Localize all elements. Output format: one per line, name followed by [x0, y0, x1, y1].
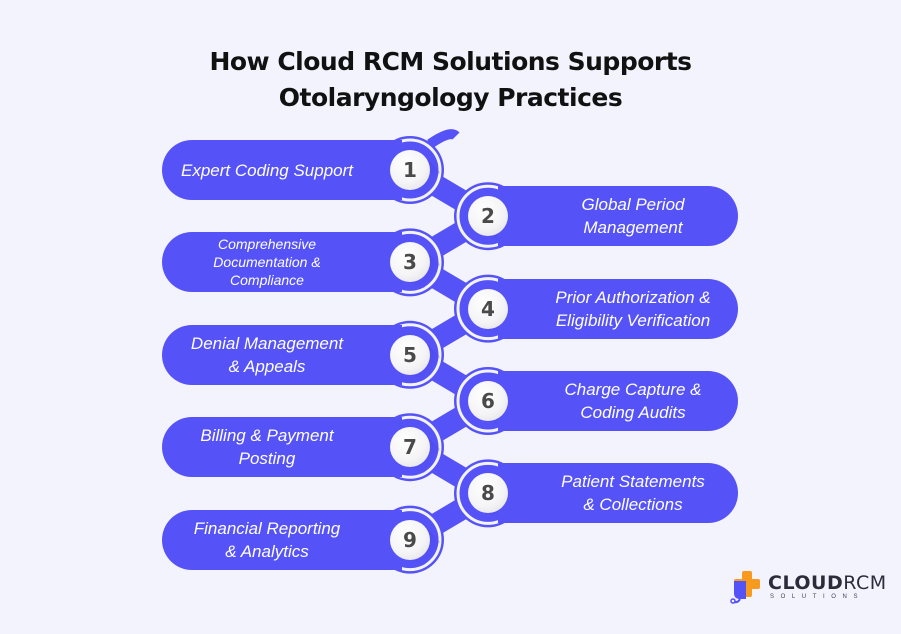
step-5-pill: Denial Management & Appeals: [162, 324, 402, 385]
step-7-number-badge: 7: [390, 427, 430, 468]
step-6-pill: Charge Capture & Coding Audits: [498, 371, 738, 431]
step-label-line: & Appeals: [228, 356, 306, 376]
step-label-line: Prior Authorization &: [555, 287, 711, 307]
step-label-line: Documentation &: [213, 254, 321, 271]
step-label-line: Global Period: [581, 195, 685, 215]
logo-brand-text: CLOUDRCM: [768, 572, 887, 594]
step-label-line: Eligibility Verification: [555, 310, 711, 330]
step-6-number-badge: 6: [468, 381, 508, 421]
step-5-label: Denial Management & Appeals: [191, 332, 343, 378]
step-5-number-badge: 5: [390, 334, 430, 375]
step-4-number-badge: 4: [468, 288, 508, 329]
step-label-line: & Analytics: [225, 541, 309, 561]
logo-subtitle: SOLUTIONS: [770, 594, 865, 600]
page-title: How Cloud RCM Solutions Supports Otolary…: [0, 44, 901, 116]
step-label-line: Management: [583, 218, 683, 238]
step-1-label: Expert Coding Support: [181, 159, 353, 182]
step-label-line: Comprehensive: [217, 236, 317, 253]
step-4-pill: Prior Authorization & Eligibility Verific…: [498, 278, 738, 339]
step-6-label: Charge Capture & Coding Audits: [564, 378, 701, 424]
step-label-line: Coding Audits: [580, 403, 686, 422]
step-label-line: Billing & Payment: [200, 426, 334, 446]
step-label-line: Financial Reporting: [193, 518, 341, 538]
cloudrcm-logo: CLOUDRCM SOLUTIONS: [730, 568, 886, 604]
step-9-number-badge: 9: [390, 519, 430, 560]
step-8-label: Patient Statements & Collections: [561, 470, 705, 516]
title-line-1: How Cloud RCM Solutions Supports: [209, 47, 692, 76]
medical-cross-stethoscope-icon: [730, 571, 760, 604]
title-line-2: Otolaryngology Practices: [278, 83, 623, 112]
step-label-line: Denial Management: [190, 333, 344, 353]
step-8-number-badge: 8: [468, 473, 508, 514]
step-label-line: Charge Capture &: [564, 380, 702, 399]
step-4-label: Prior Authorization & Eligibility Verific…: [555, 286, 710, 332]
step-3-number-badge: 3: [390, 242, 430, 283]
step-label-line: Expert Coding Support: [181, 160, 353, 180]
step-1-pill: Expert Coding Support: [162, 140, 402, 200]
step-8-pill: Patient Statements & Collections: [498, 463, 738, 524]
step-1-number-badge: 1: [390, 150, 430, 190]
step-9-label: Financial Reporting & Analytics: [194, 517, 340, 563]
logo-brand-light: RCM: [843, 572, 887, 594]
step-label-line: Posting: [238, 449, 296, 469]
step-2-number-badge: 2: [468, 196, 508, 237]
step-label-line: Patient Statements: [561, 472, 705, 492]
step-label-line: Compliance: [230, 272, 304, 289]
step-9-pill: Financial Reporting & Analytics: [162, 509, 402, 570]
step-label-line: & Collections: [583, 495, 683, 515]
logo-brand-bold: CLOUD: [768, 572, 844, 594]
